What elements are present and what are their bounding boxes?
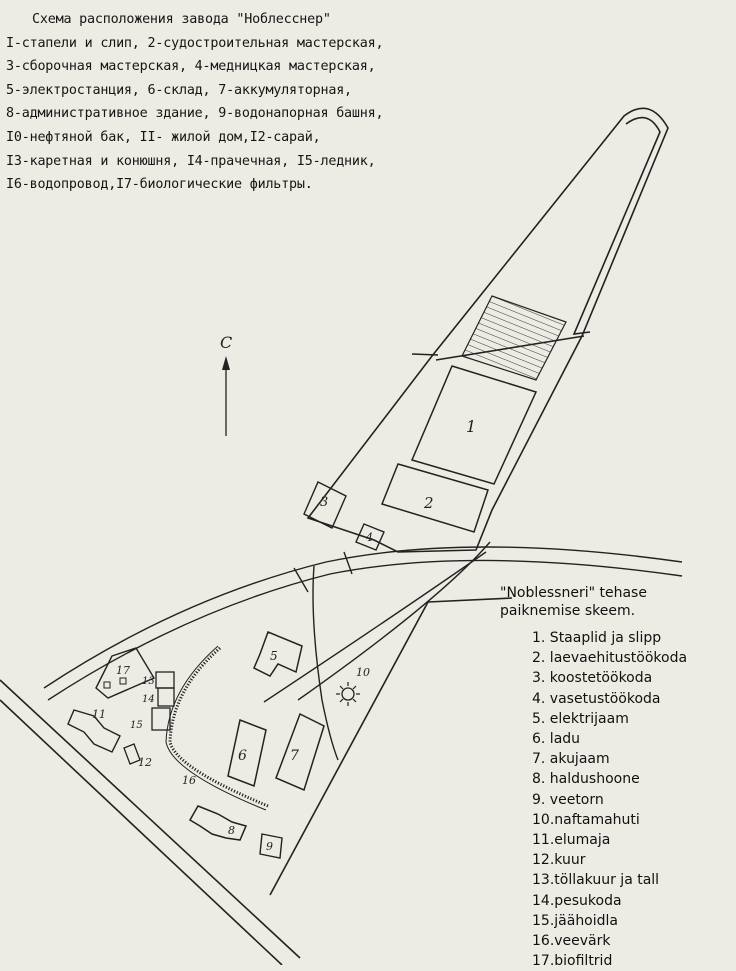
building-15-ice-house: 15 [130,707,171,731]
label-10: 10 [356,666,370,679]
slipway-hatched [461,295,567,381]
label-14: 14 [142,694,155,705]
russian-legend-line: I6-водопровод,I7-биологические фильтры. [6,177,313,193]
legend-item: 6. ladu [532,731,581,748]
building-11-dwelling-house: 11 [67,708,121,753]
building-1-slips: 1 [410,365,538,485]
legend-item: 14.pesukoda [532,892,622,909]
legend-item: 15.jäähoidla [532,912,618,929]
estonian-legend-list: 1. Staaplid ja slipp 2. laevaehitustööko… [500,628,736,971]
legend-item: 5. elektrijaam [532,710,629,727]
legend-item: 4. vasetustöökoda [532,690,661,707]
building-17-biofilters: 17 [95,647,156,699]
russian-legend-line: 8-административное здание, 9-водонапорна… [6,106,384,122]
building-16-waterworks: 16 [165,645,269,811]
russian-legend-line: I3-каретная и конюшня, I4-прачечная, I5-… [6,153,376,169]
label-8: 8 [228,824,235,837]
label-2: 2 [423,494,434,512]
label-16: 16 [182,774,196,787]
label-12: 12 [138,756,152,769]
russian-legend-line: I0-нефтяной бак, II- жилой дом,I2-сарай, [6,129,321,145]
north-label: С [220,333,232,352]
label-13: 13 [142,676,155,687]
site-boundary [0,597,513,965]
legend-item: 10.naftamahuti [532,811,640,828]
north-arrow: С [220,333,232,436]
label-3: 3 [320,495,328,510]
legend-item: 9. veetorn [532,791,604,808]
label-17: 17 [116,664,130,677]
legend-item: 12.kuur [532,852,586,869]
estonian-legend: "Noblessneri" tehase paiknemise skeem. 1… [500,584,736,971]
label-15: 15 [130,720,143,731]
building-13-carriage-house: 13 [142,671,175,689]
legend-item: 13.töllakuur ja tall [532,872,660,889]
legend-item: 17.biofiltrid [532,953,613,970]
building-8-administrative: 8 [188,805,248,841]
building-5-power-station: 5 [253,631,303,677]
label-5: 5 [270,649,278,663]
building-7-battery-house: 7 [275,712,325,792]
label-1: 1 [466,417,476,436]
russian-legend-line: I-стапели и слип, 2-судостроительная мас… [6,35,384,51]
building-6-warehouse: 6 [227,718,267,788]
estonian-legend-title-2: paiknemise skeem. [500,603,636,619]
legend-item: 8. haldushoone [532,771,640,788]
label-11: 11 [92,708,106,721]
building-2-shipbuilding-workshop: 2 [381,463,489,533]
russian-legend-line: 3-сборочная мастерская, 4-медницкая маст… [6,59,376,75]
label-7: 7 [290,748,299,764]
russian-legend-title: Схема расположения завода "Ноблесснер" [32,12,331,27]
legend-item: 11.elumaja [532,832,611,849]
building-10-oil-tank: 10 [336,666,370,706]
estonian-legend-title-1: "Noblessneri" tehase [500,585,647,601]
label-4: 4 [365,531,373,544]
building-9-water-tower: 9 [259,833,283,859]
russian-legend: Схема расположения завода "Ноблесснер" I… [6,8,526,197]
legend-item: 16.veevärk [532,933,611,950]
building-4-copper-workshop: 4 [355,523,385,551]
building-12-shed: 12 [123,743,152,769]
russian-legend-line: 5-электростанция, 6-склад, 7-аккумулятор… [6,82,352,98]
label-6: 6 [238,748,247,764]
building-3-assembly-workshop: 3 [303,481,347,529]
label-9: 9 [266,840,273,853]
building-14-laundry: 14 [142,687,175,707]
legend-item: 2. laevaehitustöökoda [532,650,688,667]
legend-item: 1. Staaplid ja slipp [532,630,662,646]
legend-item: 3. koostetöökoda [532,670,653,687]
railway-lines [43,541,683,761]
legend-item: 7. akujaam [532,751,610,768]
